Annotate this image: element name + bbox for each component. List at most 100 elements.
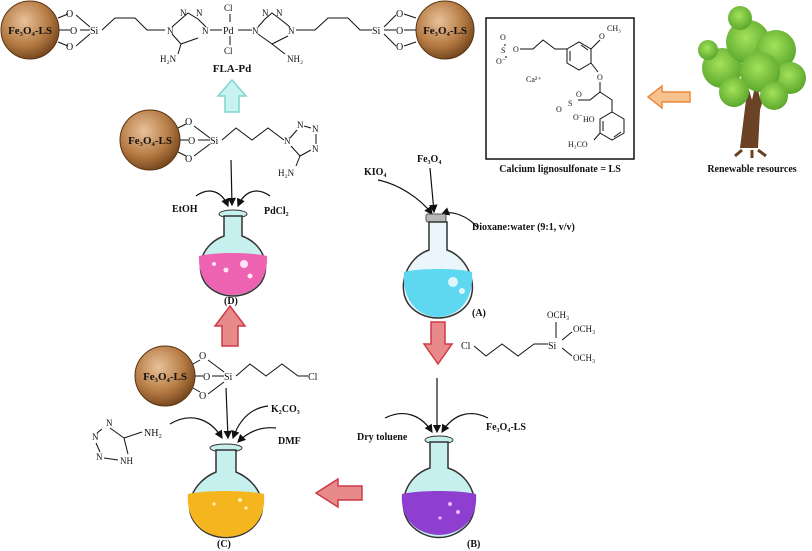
atom-o: O	[396, 42, 403, 53]
lignosulfonate-box: O S O⁻ O O CH₃ O Ca²⁺ O S O O⁻ HO H₃CO C…	[485, 17, 635, 175]
atom-o: O	[513, 45, 519, 54]
atom-si: Si	[210, 136, 219, 147]
renewable-label: Renewable resources	[707, 164, 796, 175]
atom-o: O	[66, 42, 73, 53]
atom-o: O	[70, 26, 77, 37]
fla-pd-structure: Fe₃O₄-LS O O O Si N N N N H₂N Pd Cl Cl N…	[0, 0, 475, 75]
step-b-label: (B)	[467, 539, 480, 550]
atom-n: N	[312, 124, 319, 134]
step-d-label: (D)	[224, 296, 238, 307]
atom-cl: Cl	[461, 341, 471, 352]
flask-liquid	[187, 491, 265, 537]
atom-s: S	[568, 99, 572, 108]
atom-n: N	[288, 26, 295, 36]
atom-n: N	[106, 418, 113, 428]
flask-d: Fe₃O₄-LS O O O Si N N N N H₂N EtOH PdCl₂	[119, 109, 319, 307]
atom-si: Si	[372, 26, 381, 37]
atom-pd: Pd	[223, 26, 234, 37]
arrow-a-to-b	[422, 321, 454, 366]
calcium-ion: Ca²⁺	[526, 75, 542, 84]
dmf-label: DMF	[278, 436, 301, 447]
atom-n: N	[252, 26, 259, 36]
hydroxyl-group: HO	[583, 115, 595, 124]
arrow-c-to-d	[213, 304, 247, 347]
atom-n: N	[180, 8, 187, 18]
atom-n: N	[262, 8, 269, 18]
kio4-label: KIO₄	[364, 167, 386, 178]
atom-o: O	[396, 9, 403, 20]
pdcl2-label: PdCl₂	[264, 206, 289, 217]
flask-stopper	[425, 213, 447, 223]
atom-o: O	[199, 351, 206, 362]
atom-cl: Cl	[308, 372, 318, 383]
arrow-d-to-product	[216, 78, 248, 113]
particle-label: Fe₃O₄-LS	[8, 25, 52, 37]
atom-o: O	[396, 26, 403, 37]
atom-o: O	[597, 73, 603, 82]
atom-si: Si	[224, 372, 233, 383]
atom-o: O	[185, 117, 192, 128]
atom-o: O	[185, 154, 192, 165]
atom-n: N	[196, 8, 203, 18]
flask-a: KIO₄ Fe₃O₄ Dioxane:water (9:1, v/v) (A)	[364, 154, 575, 319]
atom-n: N	[297, 120, 304, 130]
atom-s: S	[501, 46, 505, 55]
k2co3-label: K₂CO₃	[271, 404, 300, 415]
atom-o: O	[500, 33, 506, 42]
atom-cl: Cl	[224, 46, 233, 56]
atom-o: O	[188, 136, 195, 147]
fla-pd-label: FLA-Pd	[213, 63, 252, 75]
atom-o: O	[199, 391, 206, 402]
atom-o-minus: O⁻	[496, 57, 506, 66]
flask-liquid	[198, 253, 268, 295]
atom-n: N	[92, 432, 99, 442]
dioxane-label: Dioxane:water (9:1, v/v)	[472, 222, 575, 233]
atom-si: Si	[90, 26, 99, 37]
arrow-b-to-c	[314, 477, 363, 509]
methyl-group: CH₃	[607, 24, 621, 33]
step-a-label: (A)	[472, 308, 486, 319]
methoxy-group: OCH₃	[573, 324, 595, 334]
atom-h2n: H₂N	[160, 54, 177, 64]
fe3o4-ls-particle	[415, 0, 475, 60]
methoxy-group: OCH₃	[547, 310, 569, 320]
atom-n: N	[202, 26, 209, 36]
atom-n: N	[167, 26, 174, 36]
particle-label: Fe₃O₄-LS	[128, 135, 172, 147]
particle-label: Fe₃O₄-LS	[423, 25, 467, 37]
atom-si: Si	[548, 341, 557, 352]
atom-n: N	[276, 8, 283, 18]
atom-nh: NH	[120, 456, 133, 466]
etoh-label: EtOH	[172, 204, 198, 215]
cptms-structure: Cl Si OCH₃ OCH₃ OCH₃	[461, 310, 595, 363]
atom-o: O	[556, 105, 562, 114]
particle-label: Fe₃O₄-LS	[143, 371, 187, 383]
atom-o: O	[203, 372, 210, 383]
flask-b: Dry toluene Fe₃O₄-LS (B)	[357, 378, 526, 550]
atom-o: O	[66, 9, 73, 20]
ls-name-label: Calcium lignosulfonate = LS	[499, 164, 621, 175]
atom-h2n: H₂N	[278, 168, 295, 178]
atom-cl: Cl	[224, 3, 233, 13]
arrow-tree-to-ls	[646, 84, 691, 110]
atom-n: N	[312, 144, 319, 154]
ls-structure-frame	[485, 17, 635, 160]
atom-nh2: NH₂	[144, 428, 162, 439]
tree-icon: Renewable resources	[698, 6, 806, 175]
atom-nh2: NH₂	[287, 54, 303, 64]
fe3o4-label: Fe₃O₄	[417, 154, 441, 165]
dry-toluene-label: Dry toluene	[357, 432, 408, 443]
atom-n: N	[96, 452, 103, 462]
step-c-label: (C)	[217, 539, 231, 550]
fe3o4-ls-reagent-label: Fe₃O₄-LS	[486, 422, 526, 433]
flask-liquid	[401, 491, 477, 535]
flask-c: Fe₃O₄-LS O O O Si Cl N N N NH NH₂ K₂CO₃ …	[92, 345, 318, 550]
methoxy-group: OCH₃	[573, 353, 595, 363]
methoxy-group: H₃CO	[568, 140, 588, 149]
atom-o: O	[599, 32, 605, 41]
atom-n: N	[284, 136, 291, 146]
atom-o-minus: O⁻	[573, 113, 583, 122]
atom-o: O	[576, 90, 582, 99]
